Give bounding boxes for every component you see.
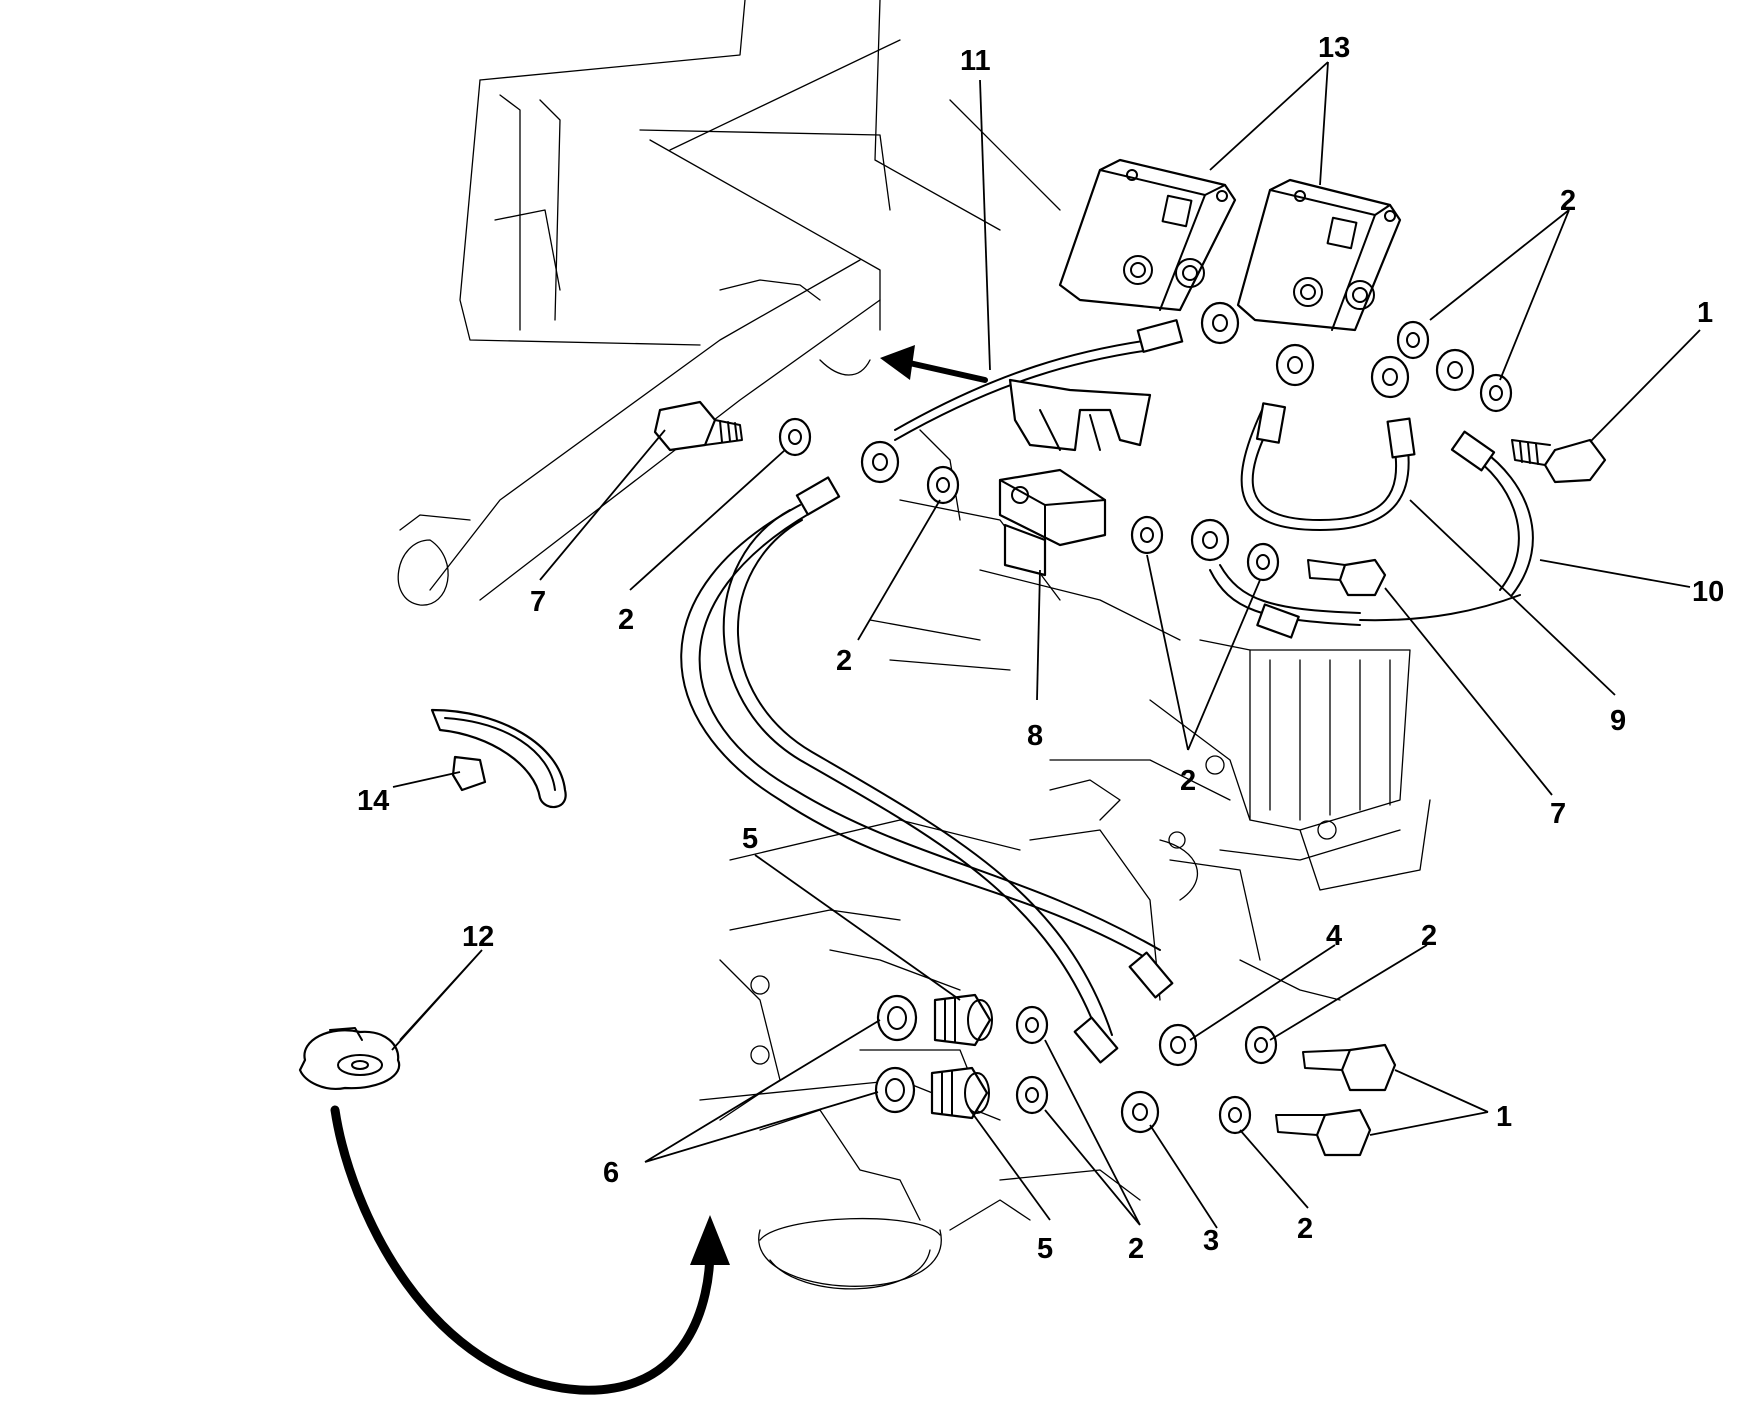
callout-4: 4 [1326,920,1342,952]
callout-7: 7 [530,586,546,618]
callout-labels: 11 13 2 1 7 2 2 8 2 10 9 7 14 5 12 4 2 1… [357,32,1724,1265]
unions-and-seals [874,993,993,1120]
callout-9: 9 [1610,705,1626,737]
cover-cap [298,1027,401,1090]
callout-12: 12 [462,921,494,953]
callout-2: 2 [1180,765,1196,797]
callout-2: 2 [836,645,852,677]
banjo-fittings [860,301,1475,1134]
callout-2: 2 [618,604,634,636]
callout-6: 6 [603,1157,619,1189]
direction-arrows [330,345,988,1395]
leader-lines [391,61,1701,1229]
callout-2: 2 [1560,185,1576,217]
callout-2: 2 [1297,1213,1313,1245]
callout-1: 1 [1697,297,1713,329]
callout-11: 11 [960,45,991,77]
copper-washers [778,320,1513,1135]
callout-3: 3 [1203,1225,1219,1257]
hose-bracket [1008,378,1152,452]
callout-5: 5 [742,823,758,855]
callout-7: 7 [1550,798,1566,830]
sensor-block [998,468,1107,577]
callout-10: 10 [1692,576,1724,608]
frame-background [397,0,1431,1290]
hose-ferrules [795,319,1496,1064]
callout-2: 2 [1421,920,1437,952]
callout-2: 2 [1128,1233,1144,1265]
callout-1: 1 [1496,1101,1512,1133]
callout-8: 8 [1027,720,1043,752]
cable-tie [430,708,567,808]
caliper-right [1236,178,1402,332]
callout-14: 14 [357,785,389,817]
callout-13: 13 [1318,32,1350,64]
banjo-bolts [653,400,1607,1157]
brake-hoses [680,339,1534,1041]
callout-5: 5 [1037,1233,1053,1265]
caliper-left [1058,158,1237,312]
